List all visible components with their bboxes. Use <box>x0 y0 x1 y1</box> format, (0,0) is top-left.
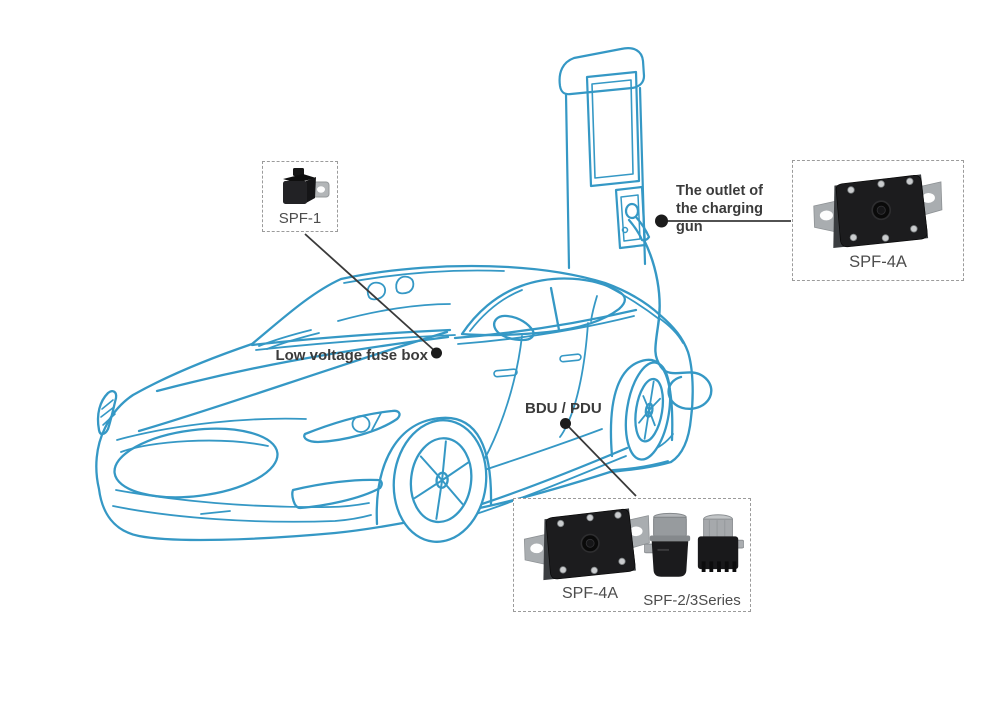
beltline-1 <box>453 308 638 340</box>
callout-box-spf4a-charging: SPF-4A <box>792 160 964 281</box>
callout-dot-charging-gun <box>655 214 668 228</box>
charger-screen-inner <box>591 79 634 179</box>
rear-rim <box>634 377 665 443</box>
annotation-bdu-pdu: BDU / PDU <box>525 400 602 417</box>
beltline-2 <box>457 315 635 345</box>
front-spokes <box>413 440 470 520</box>
annotation-low-voltage-fuse-box: Low voltage fuse box <box>275 347 428 364</box>
headrest-2 <box>395 275 415 295</box>
front-wheel-arch <box>375 416 493 526</box>
headrest-1 <box>366 281 387 301</box>
rear-wheel <box>624 361 672 461</box>
c-pillar-tumblehome <box>606 285 660 320</box>
spf1-fuse-photo <box>283 168 330 204</box>
charging-gun-handle <box>627 215 651 242</box>
rear-wheel-arch <box>609 358 674 458</box>
callout-box-spf1: SPF-1 <box>262 161 338 232</box>
front-rim <box>409 437 473 524</box>
cowl-line-2 <box>255 334 456 351</box>
bumper-slot <box>200 510 231 515</box>
hood-shut-line <box>137 330 449 433</box>
roof-seam <box>343 269 505 284</box>
bumper-lip-1 <box>115 489 370 508</box>
spf23-series-label: SPF-2/3Series <box>643 592 741 609</box>
door-handle-front <box>493 368 518 378</box>
dashboard-line <box>337 303 451 322</box>
callout-box-bdu-pdu: SPF-4A SPF-2/3Series <box>513 498 751 612</box>
charging-cable <box>642 238 713 410</box>
headlight-slash <box>371 412 382 431</box>
fender-crease <box>155 335 450 393</box>
grille-top-line <box>120 439 269 453</box>
a-pillar-inner <box>469 289 523 332</box>
spf4a-bdu-label: SPF-4A <box>561 585 618 602</box>
charger-outlet-button <box>621 226 629 234</box>
callout-dot-bdu <box>560 418 571 429</box>
rear-bumper-bottom <box>611 460 669 471</box>
wiper-2 <box>266 332 320 350</box>
pointer-line-bdu <box>565 423 637 497</box>
nose-seam <box>116 417 307 441</box>
headlight-left-hatch <box>100 399 116 426</box>
front-wheel <box>392 419 488 543</box>
rocker-line-2 <box>472 455 627 516</box>
charging-gun-nozzle <box>624 202 640 220</box>
charger-screen-outer <box>585 70 641 188</box>
wiper-1 <box>258 329 312 347</box>
spf4a-fuse-photo <box>813 174 943 249</box>
ev-charging-station-line-art <box>558 47 651 270</box>
rear-deck-line <box>658 317 684 344</box>
headlight-left <box>96 390 118 436</box>
spf4a-charging-label: SPF-4A <box>849 253 907 271</box>
charger-outlet-inner <box>620 194 641 242</box>
charger-outlet-outer <box>614 185 647 250</box>
b-pillar <box>549 286 561 332</box>
cowl-line-1 <box>250 328 452 347</box>
front-grille <box>113 427 279 499</box>
rear-spokes <box>638 380 661 440</box>
spf1-label: SPF-1 <box>278 210 322 227</box>
spf2-3-series-fuse-photo <box>644 512 744 577</box>
ev-sedan-line-art <box>95 264 694 543</box>
annotation-charging-gun-outlet: The outlet of the charging gun <box>676 183 764 235</box>
bumper-lip-2 <box>112 505 372 523</box>
callout-dot-low-voltage <box>431 347 442 359</box>
callout-pointers <box>304 214 791 497</box>
spf4a-fuse-photo-bdu <box>523 508 650 581</box>
headlight-drl <box>351 415 371 433</box>
door-handle-rear <box>559 353 582 363</box>
charger-left-edge <box>564 92 571 270</box>
pointer-line-spf1 <box>304 233 437 353</box>
